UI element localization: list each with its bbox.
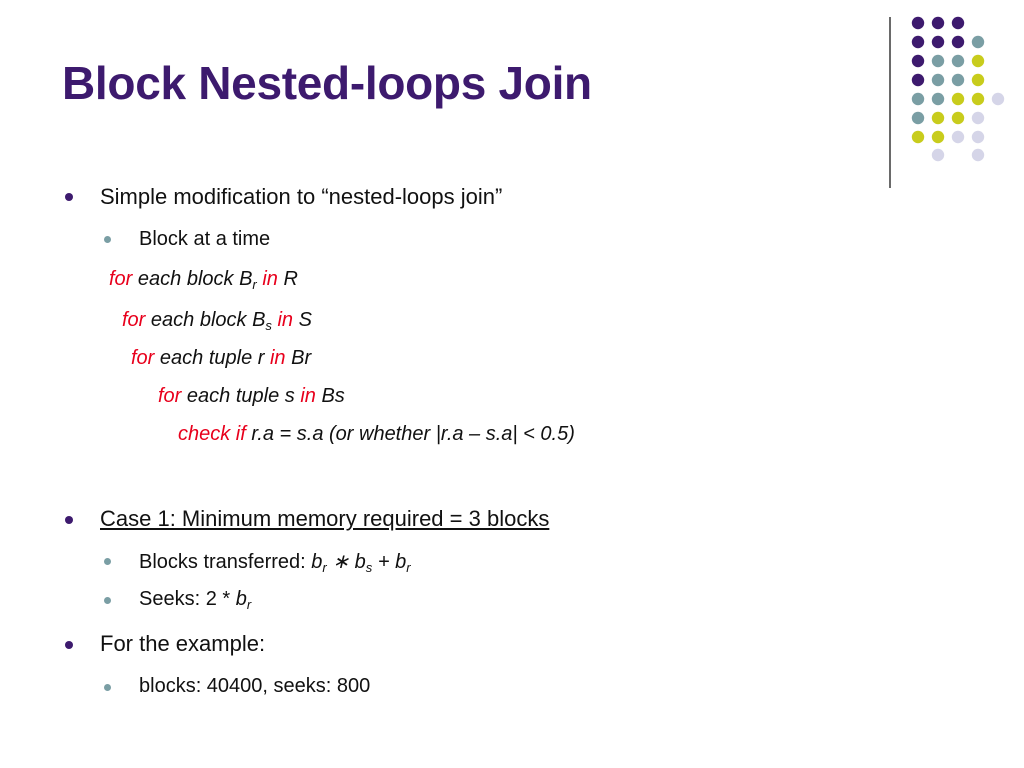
code-keyword: in (264, 347, 286, 369)
decorative-dot (931, 73, 945, 87)
decorative-dot (951, 92, 965, 106)
dot-grid-dots (911, 16, 1005, 162)
math-var: b (354, 551, 366, 573)
slide-title: Block Nested-loops Join (62, 57, 592, 109)
decorative-dot (951, 16, 965, 30)
decorative-dot (951, 35, 965, 49)
math-subscript: s (365, 560, 373, 575)
sub-bullet-block-at-a-time: Block at a time (139, 228, 271, 250)
code-line-1: for each block Br in R (109, 268, 298, 291)
sub-bullet-dot (104, 597, 111, 604)
bullet-1: Simple modification to “nested-loops joi… (100, 184, 503, 209)
text: Seeks: 2 * (139, 588, 236, 610)
code-text: each block B (132, 268, 253, 290)
sub-bullet-dot (104, 684, 111, 691)
code-text: R (277, 268, 298, 290)
code-text: each tuple s (181, 385, 295, 407)
decorative-dot (951, 73, 965, 87)
math-var: b (395, 551, 407, 573)
decorative-dot (931, 54, 945, 68)
decorative-dot (911, 73, 925, 87)
bullet-2: Case 1: Minimum memory required = 3 bloc… (100, 506, 550, 531)
decorative-dot (991, 92, 1005, 106)
decorative-dot (951, 111, 965, 125)
code-line-3: for each tuple r in Br (131, 347, 311, 370)
code-keyword: for (158, 385, 182, 407)
code-keyword: in (256, 268, 278, 290)
sub-bullet-dot (104, 236, 111, 243)
code-text: each block B (145, 309, 266, 331)
math-subscript: r (246, 597, 252, 612)
decorative-dot-grid (911, 16, 1005, 162)
decorative-dot (931, 92, 945, 106)
decorative-dot (971, 35, 985, 49)
decorative-dot (951, 130, 965, 144)
decorative-dot (911, 130, 925, 144)
sub-bullet-seeks: Seeks: 2 * br (139, 588, 251, 611)
code-keyword: for (131, 347, 155, 369)
sub-bullet-example-numbers: blocks: 40400, seeks: 800 (139, 675, 371, 697)
math-operator: ∗ (326, 551, 355, 573)
decorative-dot (931, 35, 945, 49)
math-subscript: r (322, 560, 327, 575)
decorative-dot (911, 92, 925, 106)
code-text: r.a = s.a (or whether |r.a – s.a| < 0.5) (245, 423, 575, 445)
decorative-dot (931, 16, 945, 30)
decorative-dot (911, 16, 925, 30)
code-text: Br (285, 347, 312, 369)
math-operator: + (372, 551, 396, 573)
code-text: Bs (315, 385, 345, 407)
math-subscript: r (406, 560, 411, 575)
text: Blocks transferred: (139, 551, 312, 573)
code-keyword: in (271, 309, 294, 331)
bullet-dot (65, 641, 73, 649)
decorative-dot (971, 130, 985, 144)
math-var: b (311, 551, 323, 573)
code-text: each tuple r (154, 347, 265, 369)
code-subscript: r (252, 277, 257, 292)
decorative-dot (971, 92, 985, 106)
bullet-dot (65, 516, 73, 524)
decorative-dot (931, 130, 945, 144)
code-line-5: check if r.a = s.a (or whether |r.a – s.… (178, 423, 575, 446)
decorative-dot (951, 54, 965, 68)
decorative-divider-line (889, 17, 891, 188)
decorative-dot (911, 111, 925, 125)
decorative-dot (971, 54, 985, 68)
bullet-dot (65, 193, 73, 201)
code-keyword: for (122, 309, 146, 331)
decorative-dot (931, 111, 945, 125)
decorative-dot (911, 54, 925, 68)
code-keyword: check if (178, 423, 246, 445)
decorative-dot (971, 111, 985, 125)
math-var: b (235, 588, 247, 610)
sub-bullet-blocks-transferred: Blocks transferred: br ∗ bs + br (139, 549, 411, 574)
code-line-2: for each block Bs in S (122, 309, 312, 332)
bullet-3: For the example: (100, 631, 266, 656)
code-text: S (293, 309, 312, 331)
code-keyword: in (294, 385, 316, 407)
sub-bullet-dot (104, 558, 111, 565)
decorative-dot (971, 148, 985, 162)
code-keyword: for (109, 268, 133, 290)
decorative-dot (931, 148, 945, 162)
decorative-dot (971, 73, 985, 87)
code-subscript: s (265, 318, 272, 333)
code-line-4: for each tuple s in Bs (158, 385, 345, 408)
decorative-dot (911, 35, 925, 49)
